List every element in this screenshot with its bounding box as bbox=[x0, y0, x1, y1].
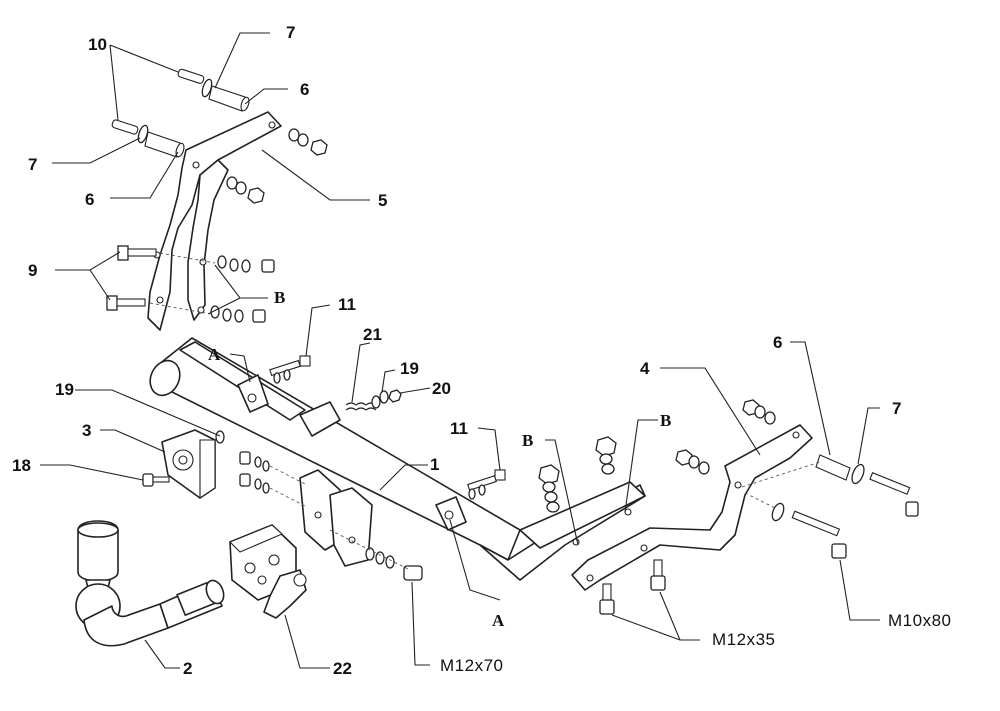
label-a-top: A bbox=[208, 345, 221, 364]
callout-19-left: 19 bbox=[55, 380, 74, 399]
callout-18: 18 bbox=[12, 456, 31, 475]
callout-6-top: 6 bbox=[300, 80, 309, 99]
spacer-bolt-set-right bbox=[741, 454, 919, 517]
spec-m10x80: M10x80 bbox=[888, 611, 951, 630]
bolt-set-near-socket bbox=[239, 451, 306, 507]
nut-washer-set-upper bbox=[226, 128, 328, 204]
nut-stack-b-left bbox=[538, 464, 560, 513]
callout-2: 2 bbox=[183, 659, 192, 678]
nut-stack-b-mid bbox=[595, 436, 617, 475]
bolt-set-m12x35 bbox=[599, 559, 666, 615]
spacer-bolt-set-top bbox=[177, 68, 250, 112]
spacer-bolt-set-left bbox=[111, 119, 185, 158]
callout-19-right: 19 bbox=[400, 359, 419, 378]
bolt-set-m12x70 bbox=[329, 529, 423, 581]
callout-6-right: 6 bbox=[773, 333, 782, 352]
callout-5: 5 bbox=[378, 191, 387, 210]
callout-7-left: 7 bbox=[28, 155, 37, 174]
bolt-set-9 bbox=[106, 245, 216, 314]
callout-6-left: 6 bbox=[85, 190, 94, 209]
tow-ball-part-2 bbox=[75, 520, 225, 647]
bolt-part-11-left bbox=[269, 355, 311, 384]
electrical-socket-part-22 bbox=[229, 524, 307, 619]
leader-lines bbox=[40, 32, 880, 669]
bracket-part-5 bbox=[147, 111, 282, 331]
callout-21: 21 bbox=[363, 325, 382, 344]
spec-m12x35: M12x35 bbox=[712, 630, 775, 649]
nut-washer-set-9 bbox=[210, 255, 275, 323]
label-a-bottom: A bbox=[492, 611, 505, 630]
screw-part-18 bbox=[142, 473, 170, 487]
label-b-left: B bbox=[274, 288, 285, 307]
main-crossbeam-part-1 bbox=[149, 337, 646, 581]
socket-plate-part-3 bbox=[161, 429, 216, 500]
callout-3: 3 bbox=[82, 421, 91, 440]
callout-10: 10 bbox=[88, 35, 107, 54]
callout-1: 1 bbox=[430, 455, 439, 474]
spring-part-21 bbox=[345, 389, 402, 411]
callout-7-right: 7 bbox=[892, 399, 901, 418]
label-b-right: B bbox=[660, 411, 671, 430]
bolt-set-m10x80 bbox=[744, 492, 847, 559]
washer-part-19-left bbox=[215, 430, 225, 444]
bolt-part-11-right bbox=[467, 469, 506, 500]
bracket-part-4 bbox=[519, 424, 813, 591]
callout-20: 20 bbox=[432, 379, 451, 398]
callout-11-left: 11 bbox=[338, 295, 356, 314]
label-b-mid: B bbox=[522, 431, 533, 450]
callout-labels: 10 7 6 7 6 5 9 B 11 21 A 19 20 19 3 18 1… bbox=[12, 23, 951, 678]
nut-washer-set-part-4 bbox=[675, 399, 776, 475]
callout-9: 9 bbox=[28, 261, 37, 280]
callout-7-top: 7 bbox=[286, 23, 295, 42]
callout-11-right: 11 bbox=[450, 419, 468, 438]
callout-4: 4 bbox=[640, 359, 650, 378]
callout-22: 22 bbox=[333, 659, 352, 678]
spec-m12x70: M12x70 bbox=[440, 656, 503, 675]
